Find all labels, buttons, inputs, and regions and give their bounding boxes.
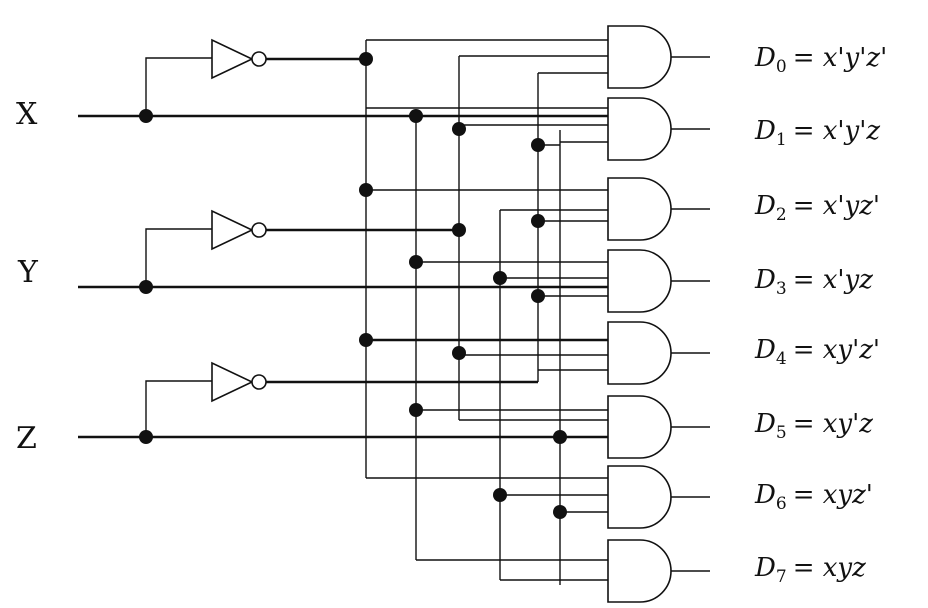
output-label-d3: D3= x'yz [754,265,873,299]
input-label-x: X [16,97,38,132]
input-label-y: Y [17,255,39,290]
and-gate-6 [607,465,672,529]
and-gate-1 [607,97,672,161]
input-label-z: Z [16,421,37,456]
and-gate-3 [607,249,672,313]
output-label-d6: D6= xyz' [754,480,873,514]
output-label-d5: D5= xy'z [754,409,873,443]
junction-dots [139,52,567,519]
output-label-d2: D2= x'yz' [754,191,880,225]
inverter-z [211,361,267,403]
inverter-x [211,38,267,80]
and-gate-7 [607,539,672,603]
and-gate-0 [607,25,672,89]
output-label-d1: D1= x'y'z [754,116,880,150]
output-label-d7: D7= xyz [754,553,866,587]
output-label-d4: D4= xy'z' [754,335,880,369]
and-gate-2 [607,177,672,241]
and-gate-5 [607,395,672,459]
and-gate-4 [607,321,672,385]
output-label-d0: D0= x'y'z' [754,43,887,77]
inverter-y [211,209,267,251]
